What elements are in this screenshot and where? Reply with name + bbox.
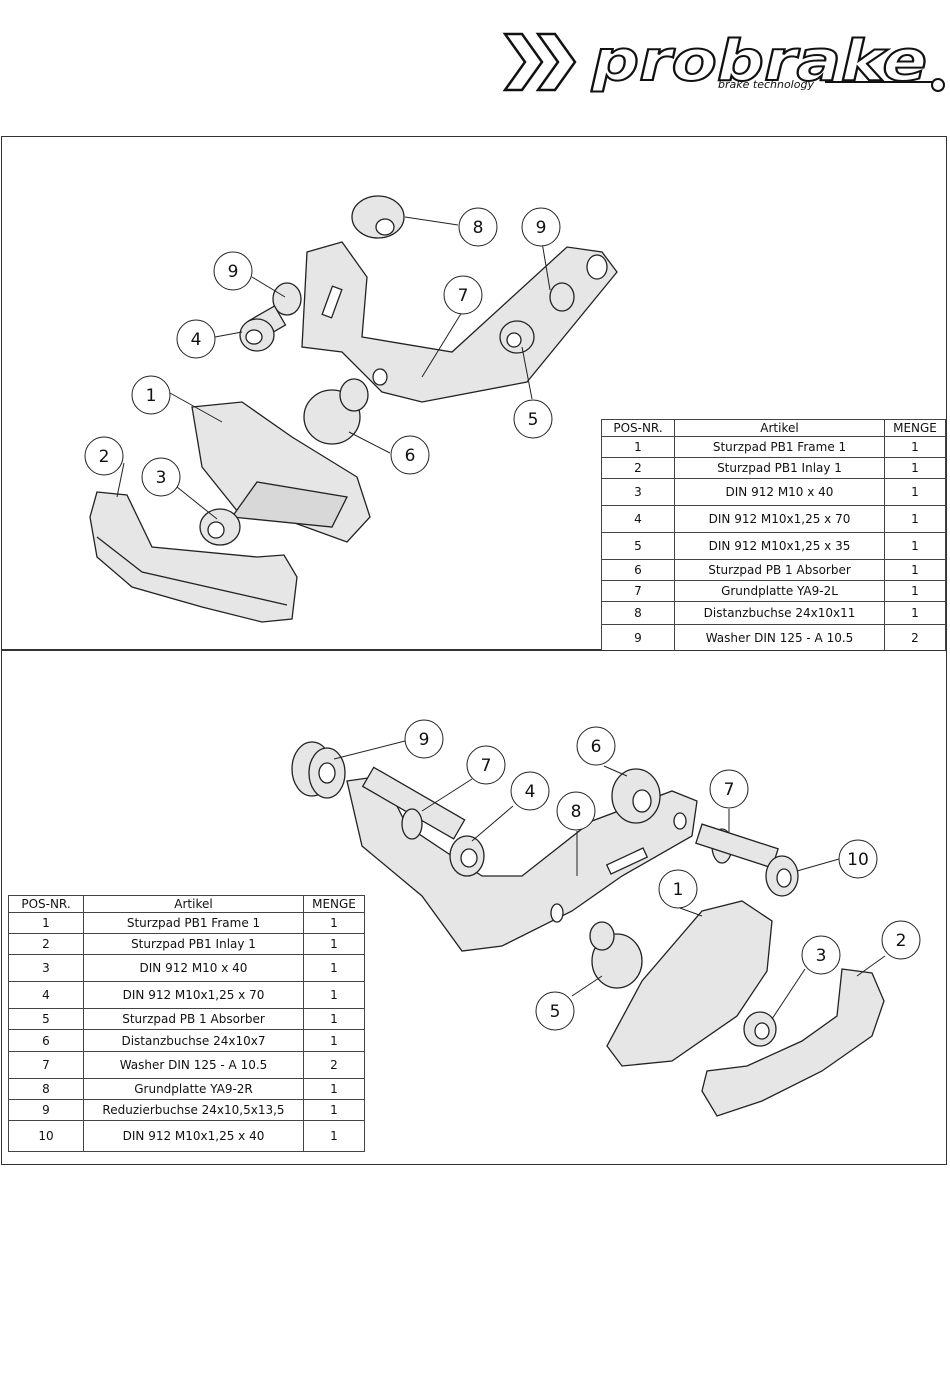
callout-8: 8 <box>473 218 484 238</box>
callout-3: 3 <box>816 946 827 966</box>
callout-1: 1 <box>673 880 684 900</box>
callout-2: 2 <box>896 931 907 951</box>
callout-3: 3 <box>156 468 167 488</box>
header-menge: MENGE <box>303 895 365 913</box>
exploded-view-right: 9 7 4 6 8 7 10 1 2 3 5 POS-NR. Artikel M… <box>1 650 947 1165</box>
callout-7: 7 <box>458 286 469 306</box>
callout-10: 10 <box>847 850 869 870</box>
callout-6: 6 <box>591 737 602 757</box>
table-header-row: POS-NR. Artikel MENGE <box>601 419 946 437</box>
callout-9: 9 <box>228 262 239 282</box>
probrake-logo: probrake brake technology <box>500 22 945 102</box>
callout-4: 4 <box>525 782 536 802</box>
callout-2: 2 <box>99 447 110 467</box>
callout-9: 9 <box>419 730 430 750</box>
callout-7: 7 <box>481 756 492 776</box>
logo-tagline: brake technology <box>718 78 814 91</box>
header-pos: POS-NR. <box>601 419 675 437</box>
exploded-view-left: 8 9 9 7 4 1 6 5 2 3 POS-NR. Artikel MENG… <box>1 136 947 652</box>
callout-6: 6 <box>405 446 416 466</box>
callout-4: 4 <box>191 330 202 350</box>
header-pos: POS-NR. <box>8 895 84 913</box>
callout-8: 8 <box>571 802 582 822</box>
header-artikel: Artikel <box>674 419 885 437</box>
logo-wordmark: probrake <box>591 29 927 94</box>
assembly-drawing-right: 9 7 4 6 8 7 10 1 2 3 5 <box>291 719 921 1117</box>
callout-5: 5 <box>550 1002 561 1022</box>
header-menge: MENGE <box>884 419 946 437</box>
callout-1: 1 <box>146 386 157 406</box>
callout-5: 5 <box>528 410 539 430</box>
callout-9: 9 <box>536 218 547 238</box>
assembly-drawing-left: 8 9 9 7 4 1 6 5 2 3 <box>84 195 618 623</box>
header-artikel: Artikel <box>83 895 304 913</box>
callout-7: 7 <box>724 780 735 800</box>
table-header-row: POS-NR. Artikel MENGE <box>8 895 365 913</box>
